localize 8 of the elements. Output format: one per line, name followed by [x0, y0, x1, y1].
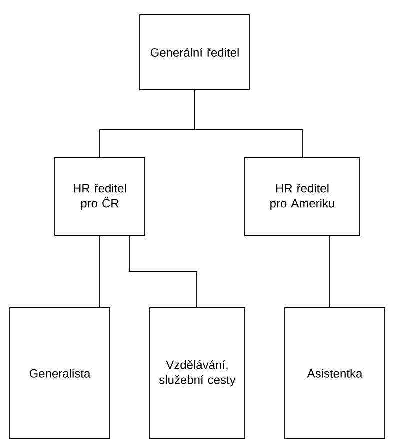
org-box: Generální ředitel [140, 14, 250, 90]
org-box: HR ředitel pro Ameriku [244, 158, 360, 236]
org-box: HR ředitel pro ČR [54, 158, 146, 236]
connector-line [194, 90, 304, 158]
org-box: Asistentka [284, 308, 386, 439]
connector-line [130, 236, 198, 308]
org-box: Vzdělávání, služební cesty [150, 308, 246, 439]
org-box: Generalista [10, 308, 110, 439]
